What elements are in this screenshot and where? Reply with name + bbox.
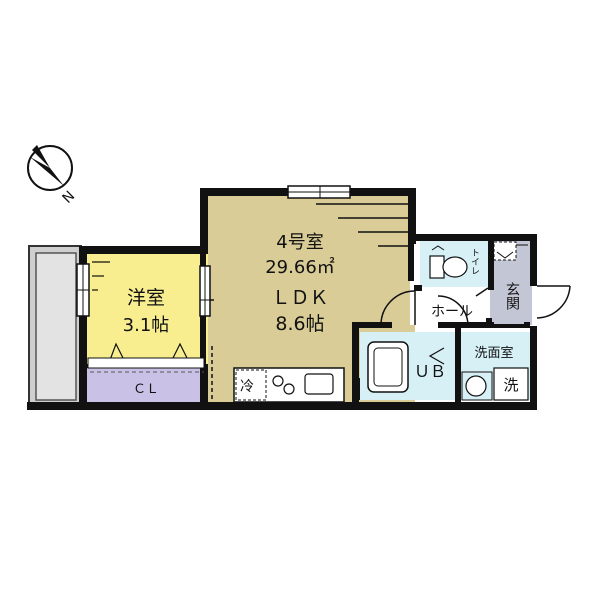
compass: N [27, 145, 79, 207]
kitchen-counter: 冷 [211, 346, 345, 403]
stove-burner-icon [272, 375, 284, 387]
western-room-name: 洋室 [127, 287, 165, 309]
entrance-label: 玄関 [504, 281, 520, 311]
doors [380, 285, 571, 326]
windows [76, 185, 351, 317]
washroom-label: 洗面室 [474, 345, 513, 361]
unit-bath-label: ＵＢ [414, 362, 446, 381]
washer-space [493, 367, 529, 401]
refrigerator-label: 冷 [240, 379, 254, 395]
compass-needle-tail [32, 145, 50, 168]
compass-north-letter: N [60, 188, 79, 207]
ldk-size: 8.6帖 [275, 313, 324, 335]
stove-burner-icon [283, 383, 295, 395]
stairs [316, 203, 408, 247]
western-room-details [87, 261, 205, 373]
compass-needle [30, 157, 64, 186]
western-room-labels: 洋室 3.1帖 [123, 287, 170, 336]
toilet-door [475, 287, 489, 297]
wash-basin-icon [465, 375, 487, 397]
toilet-label: トイレ [469, 248, 480, 275]
unit-area: 29.66㎡ [265, 256, 335, 278]
shoe-cabinet [493, 241, 528, 324]
western-room-floor [84, 252, 208, 366]
toilet-fixture [429, 245, 468, 279]
ldk-labels: 4号室 29.66㎡ ＬＤＫ 8.6帖 [265, 232, 335, 335]
unit-number: 4号室 [276, 232, 323, 253]
washer-label: 洗 [503, 376, 518, 394]
sink-icon [304, 373, 334, 395]
bath-fixtures [367, 341, 529, 401]
western-room-size: 3.1帖 [123, 315, 170, 336]
balcony [28, 245, 82, 405]
hall-label: ホール [431, 304, 473, 320]
closet-label: ＣＬ [133, 382, 159, 397]
refrigerator-space [235, 369, 267, 401]
ldk-name: ＬＤＫ [271, 287, 328, 309]
